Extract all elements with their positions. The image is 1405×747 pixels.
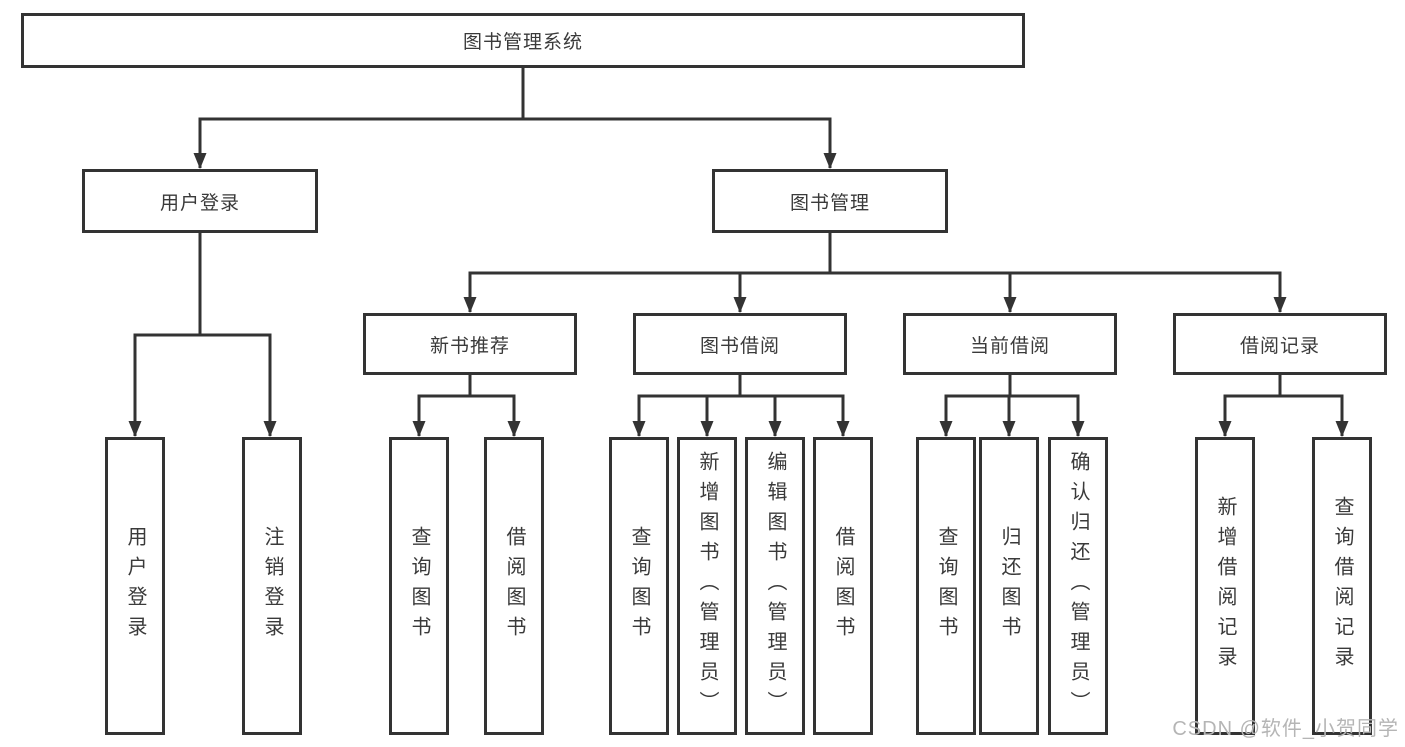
node-label: 借阅记录 [1239,335,1320,357]
node-label: 借阅图书 [503,526,525,646]
leaf-query-borrow-record: 查询借阅记录 [1312,437,1372,735]
leaf-recommend-query-books: 查询图书 [389,437,449,735]
node-label: 用户登录 [159,192,240,214]
node-label: 用户登录 [124,526,146,646]
node-label: 确认归还（管理员） [1067,451,1089,721]
leaf-user-login: 用户登录 [105,437,165,735]
leaf-current-query-books: 查询图书 [916,437,976,735]
leaf-edit-books-admin: 编辑图书（管理员） [745,437,805,735]
node-label: 新增借阅记录 [1214,496,1236,676]
leaf-recommend-borrow-books: 借阅图书 [484,437,544,735]
leaf-confirm-return-admin: 确认归还（管理员） [1048,437,1108,735]
leaf-return-books: 归还图书 [979,437,1039,735]
node-label: 图书借阅 [699,335,780,357]
node-label: 编辑图书（管理员） [764,451,786,721]
node-label: 查询图书 [628,526,650,646]
node-label: 当前借阅 [969,335,1050,357]
node-label: 图书管理系统 [462,32,583,53]
leaf-add-books-admin: 新增图书（管理员） [677,437,737,735]
node-label: 注销登录 [261,526,283,646]
node-label: 借阅图书 [832,526,854,646]
node-borrow-records: 借阅记录 [1173,313,1387,375]
node-new-book-recommend: 新书推荐 [363,313,577,375]
node-label: 新增图书（管理员） [696,451,718,721]
node-label: 归还图书 [998,526,1020,646]
leaf-add-borrow-record: 新增借阅记录 [1195,437,1255,735]
node-root-system: 图书管理系统 [21,13,1025,68]
watermark: CSDN @软件_小贺同学 [1172,718,1399,740]
node-book-management: 图书管理 [712,169,948,233]
node-label: 新书推荐 [429,335,510,357]
node-label: 查询图书 [408,526,430,646]
node-label: 查询图书 [935,526,957,646]
node-user-login: 用户登录 [82,169,318,233]
node-label: 查询借阅记录 [1331,496,1353,676]
leaf-borrow-query-books: 查询图书 [609,437,669,735]
node-current-borrow: 当前借阅 [903,313,1117,375]
node-label: 图书管理 [789,192,870,214]
leaf-borrow-books: 借阅图书 [813,437,873,735]
node-book-borrow: 图书借阅 [633,313,847,375]
leaf-logout-login: 注销登录 [242,437,302,735]
